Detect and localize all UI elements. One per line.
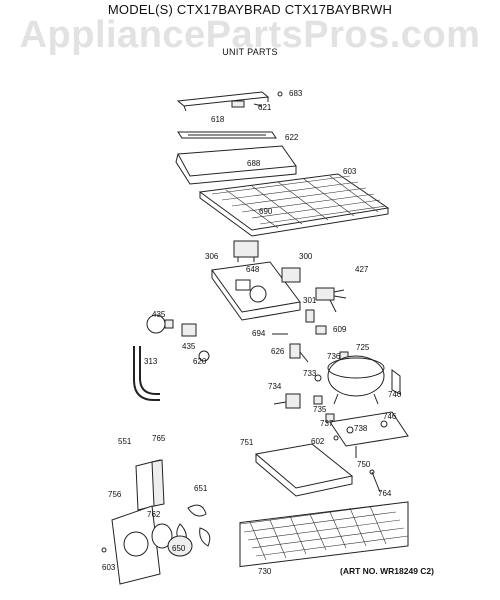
part-light-bulb-435 — [146, 314, 174, 334]
callout-label: 751 — [240, 438, 254, 447]
part-drain-pan-751 — [254, 443, 354, 497]
part-base-pan-746 — [329, 411, 409, 447]
callout-label: 603 — [102, 563, 116, 572]
callout-label: 650 — [172, 544, 186, 553]
callout-label: 306 — [205, 252, 219, 261]
callout-label: 651 — [194, 484, 208, 493]
part-fan-shroud-756 — [111, 505, 161, 585]
callout-label: 734 — [268, 382, 282, 391]
callout-label: 735 — [313, 405, 327, 414]
part-control-housing-306 — [211, 261, 301, 321]
callout-label: 300 — [299, 252, 313, 261]
part-764 — [369, 469, 381, 493]
callout-label: 621 — [258, 103, 272, 112]
part-cover-plate-603 — [198, 173, 390, 237]
callout-label: 427 — [355, 265, 369, 274]
callout-label: 762 — [147, 510, 161, 519]
part-bracket-622 — [177, 131, 277, 139]
part-fan-motor-650 — [167, 535, 193, 557]
part-motor-762 — [151, 523, 173, 549]
part-tray-688 — [175, 145, 297, 185]
callout-label: 746 — [383, 412, 397, 421]
part-panel-765 — [151, 459, 165, 507]
part-socket-435 — [181, 323, 197, 337]
callout-label: 648 — [246, 265, 260, 274]
callout-label: 694 — [252, 329, 266, 338]
callout-label: 750 — [357, 460, 371, 469]
callout-label: 618 — [211, 115, 225, 124]
part-switch-301 — [305, 309, 315, 323]
callout-label: 435 — [182, 342, 196, 351]
part-clip-609 — [315, 325, 327, 335]
callout-label: 626 — [271, 347, 285, 356]
model-title: MODEL(S) CTX17BAYBRAD CTX17BAYBRWH — [107, 2, 393, 17]
callout-label: 756 — [108, 490, 122, 499]
callout-label: 736 — [327, 352, 341, 361]
part-control-rail — [176, 91, 270, 112]
callout-label: 301 — [303, 296, 317, 305]
callout-label: 683 — [289, 89, 303, 98]
callout-label: 690 — [259, 207, 273, 216]
part-relay-626 — [289, 343, 309, 363]
callout-label: 313 — [144, 357, 158, 366]
part-735 — [313, 395, 323, 405]
part-screw-683 — [277, 91, 283, 97]
part-compressor-725 — [327, 355, 385, 405]
callout-label: 730 — [258, 567, 272, 576]
callout-label: 602 — [311, 437, 325, 446]
callout-label: 622 — [285, 133, 299, 142]
part-733 — [314, 374, 322, 382]
art-number: (ART NO. WR18249 C2) — [340, 566, 434, 576]
callout-label: 688 — [247, 159, 261, 168]
part-tube-313 — [133, 346, 160, 401]
callout-label: 764 — [378, 489, 392, 498]
callout-label: 603 — [343, 167, 357, 176]
callout-label: 740 — [388, 390, 402, 399]
callout-label: 733 — [303, 369, 317, 378]
callout-label: 738 — [354, 424, 368, 433]
callout-label: 725 — [356, 343, 370, 352]
part-thermostat-648 — [233, 240, 259, 262]
callout-label: 765 — [152, 434, 166, 443]
section-subtitle: UNIT PARTS — [222, 47, 278, 57]
callout-label: 435 — [152, 310, 166, 319]
callout-label: 609 — [333, 325, 347, 334]
callout-label: 620 — [193, 357, 207, 366]
part-bracket-740 — [391, 369, 401, 395]
part-screw-602 — [333, 435, 339, 441]
callout-label: 737 — [320, 419, 334, 428]
watermark-logo: AppliancePartsPros.com — [19, 14, 481, 56]
part-overload-734 — [273, 393, 301, 409]
part-condenser-730 — [239, 501, 409, 568]
part-screw-603-lower — [101, 547, 107, 553]
part-harness-427 — [281, 267, 347, 313]
part-grommet-620 — [198, 350, 210, 362]
callout-label: 551 — [118, 437, 132, 446]
